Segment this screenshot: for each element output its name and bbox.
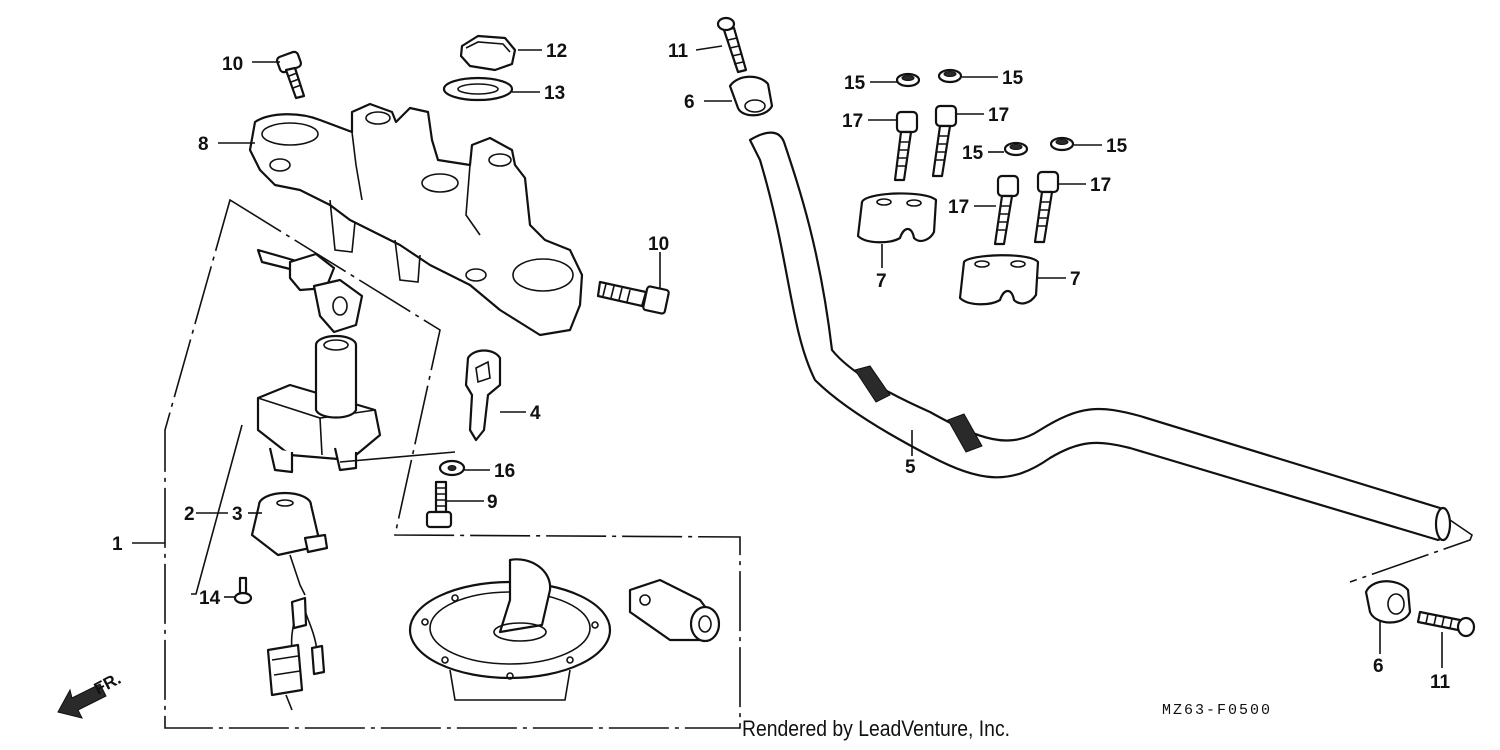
callout-8: 8 (198, 134, 209, 155)
cap-15-c[interactable] (1003, 141, 1029, 157)
callout-10-upper: 10 (222, 54, 243, 75)
wiring-connector (266, 596, 326, 711)
callout-15-a: 15 (844, 73, 866, 94)
callout-17-c: 17 (948, 197, 969, 218)
bolt-10-upper[interactable] (275, 50, 306, 100)
leader-lines (132, 45, 1443, 668)
handlebar-weight-6-lower[interactable] (1364, 580, 1412, 624)
bolt-11-upper[interactable] (716, 16, 748, 74)
callout-9: 9 (487, 492, 498, 513)
callout-12: 12 (546, 41, 567, 62)
washer-16[interactable] (438, 459, 466, 477)
callout-10-right: 10 (648, 234, 669, 255)
cap-15-d[interactable] (1049, 136, 1075, 152)
bolt-11-lower[interactable] (1416, 610, 1476, 638)
callout-6-lower: 6 (1373, 656, 1384, 677)
fuel-cap[interactable] (408, 558, 612, 701)
callout-11-upper: 11 (668, 41, 689, 62)
diagram-code: MZ63-F0500 (1162, 702, 1273, 719)
callout-7-lower: 7 (1070, 269, 1081, 290)
callout-15-c: 15 (962, 143, 984, 164)
switch-3[interactable] (250, 491, 329, 596)
bolt-17-a[interactable] (893, 110, 919, 182)
callout-2: 2 (184, 504, 195, 525)
top-bridge[interactable] (248, 102, 584, 337)
callout-4: 4 (530, 403, 541, 424)
handlebar[interactable] (748, 131, 1452, 542)
handlebar-weight-6-upper[interactable] (728, 75, 774, 117)
ignition-keys[interactable] (256, 248, 364, 334)
callout-17-b: 17 (988, 105, 1009, 126)
callout-17-d: 17 (1090, 175, 1111, 196)
callout-labels: 1 2 3 4 5 6 6 7 7 8 9 10 10 11 11 12 13 … (112, 41, 1451, 693)
bolt-10-right[interactable] (596, 280, 670, 315)
callout-13: 13 (544, 83, 565, 104)
callout-1: 1 (112, 534, 123, 555)
screw-14[interactable] (233, 576, 253, 605)
callout-7-upper: 7 (876, 271, 887, 292)
bolt-9[interactable] (425, 480, 453, 529)
callout-17-a: 17 (842, 111, 863, 132)
callout-14: 14 (199, 588, 221, 609)
handlebar-holder-7-upper[interactable] (856, 192, 938, 244)
lock-cylinder[interactable] (628, 578, 721, 643)
end-alignment-line (1349, 519, 1473, 583)
callout-16: 16 (494, 461, 515, 482)
callout-11-lower: 11 (1430, 672, 1451, 693)
render-credit: Rendered by LeadVenture, Inc. (742, 716, 1011, 741)
callout-15-d: 15 (1106, 136, 1128, 157)
assembly-boundary (164, 198, 741, 729)
arrow-left-icon (57, 683, 107, 719)
washer-13[interactable] (442, 76, 514, 102)
callout-15-b: 15 (1002, 68, 1024, 89)
handlebar-holder-7-lower[interactable] (958, 254, 1040, 306)
front-direction-arrow: FR. (57, 669, 124, 719)
key-4[interactable] (464, 349, 502, 442)
bolt-17-d[interactable] (1033, 170, 1060, 244)
cap-15-a[interactable] (895, 72, 921, 88)
cap-15-b[interactable] (937, 68, 963, 84)
callout-3: 3 (232, 504, 243, 525)
bolt-17-c[interactable] (993, 174, 1020, 246)
bolt-17-b[interactable] (931, 104, 958, 178)
callout-5: 5 (905, 457, 916, 478)
nut-12[interactable] (459, 34, 517, 72)
callout-6-upper: 6 (684, 92, 695, 113)
ignition-switch[interactable] (256, 334, 382, 474)
